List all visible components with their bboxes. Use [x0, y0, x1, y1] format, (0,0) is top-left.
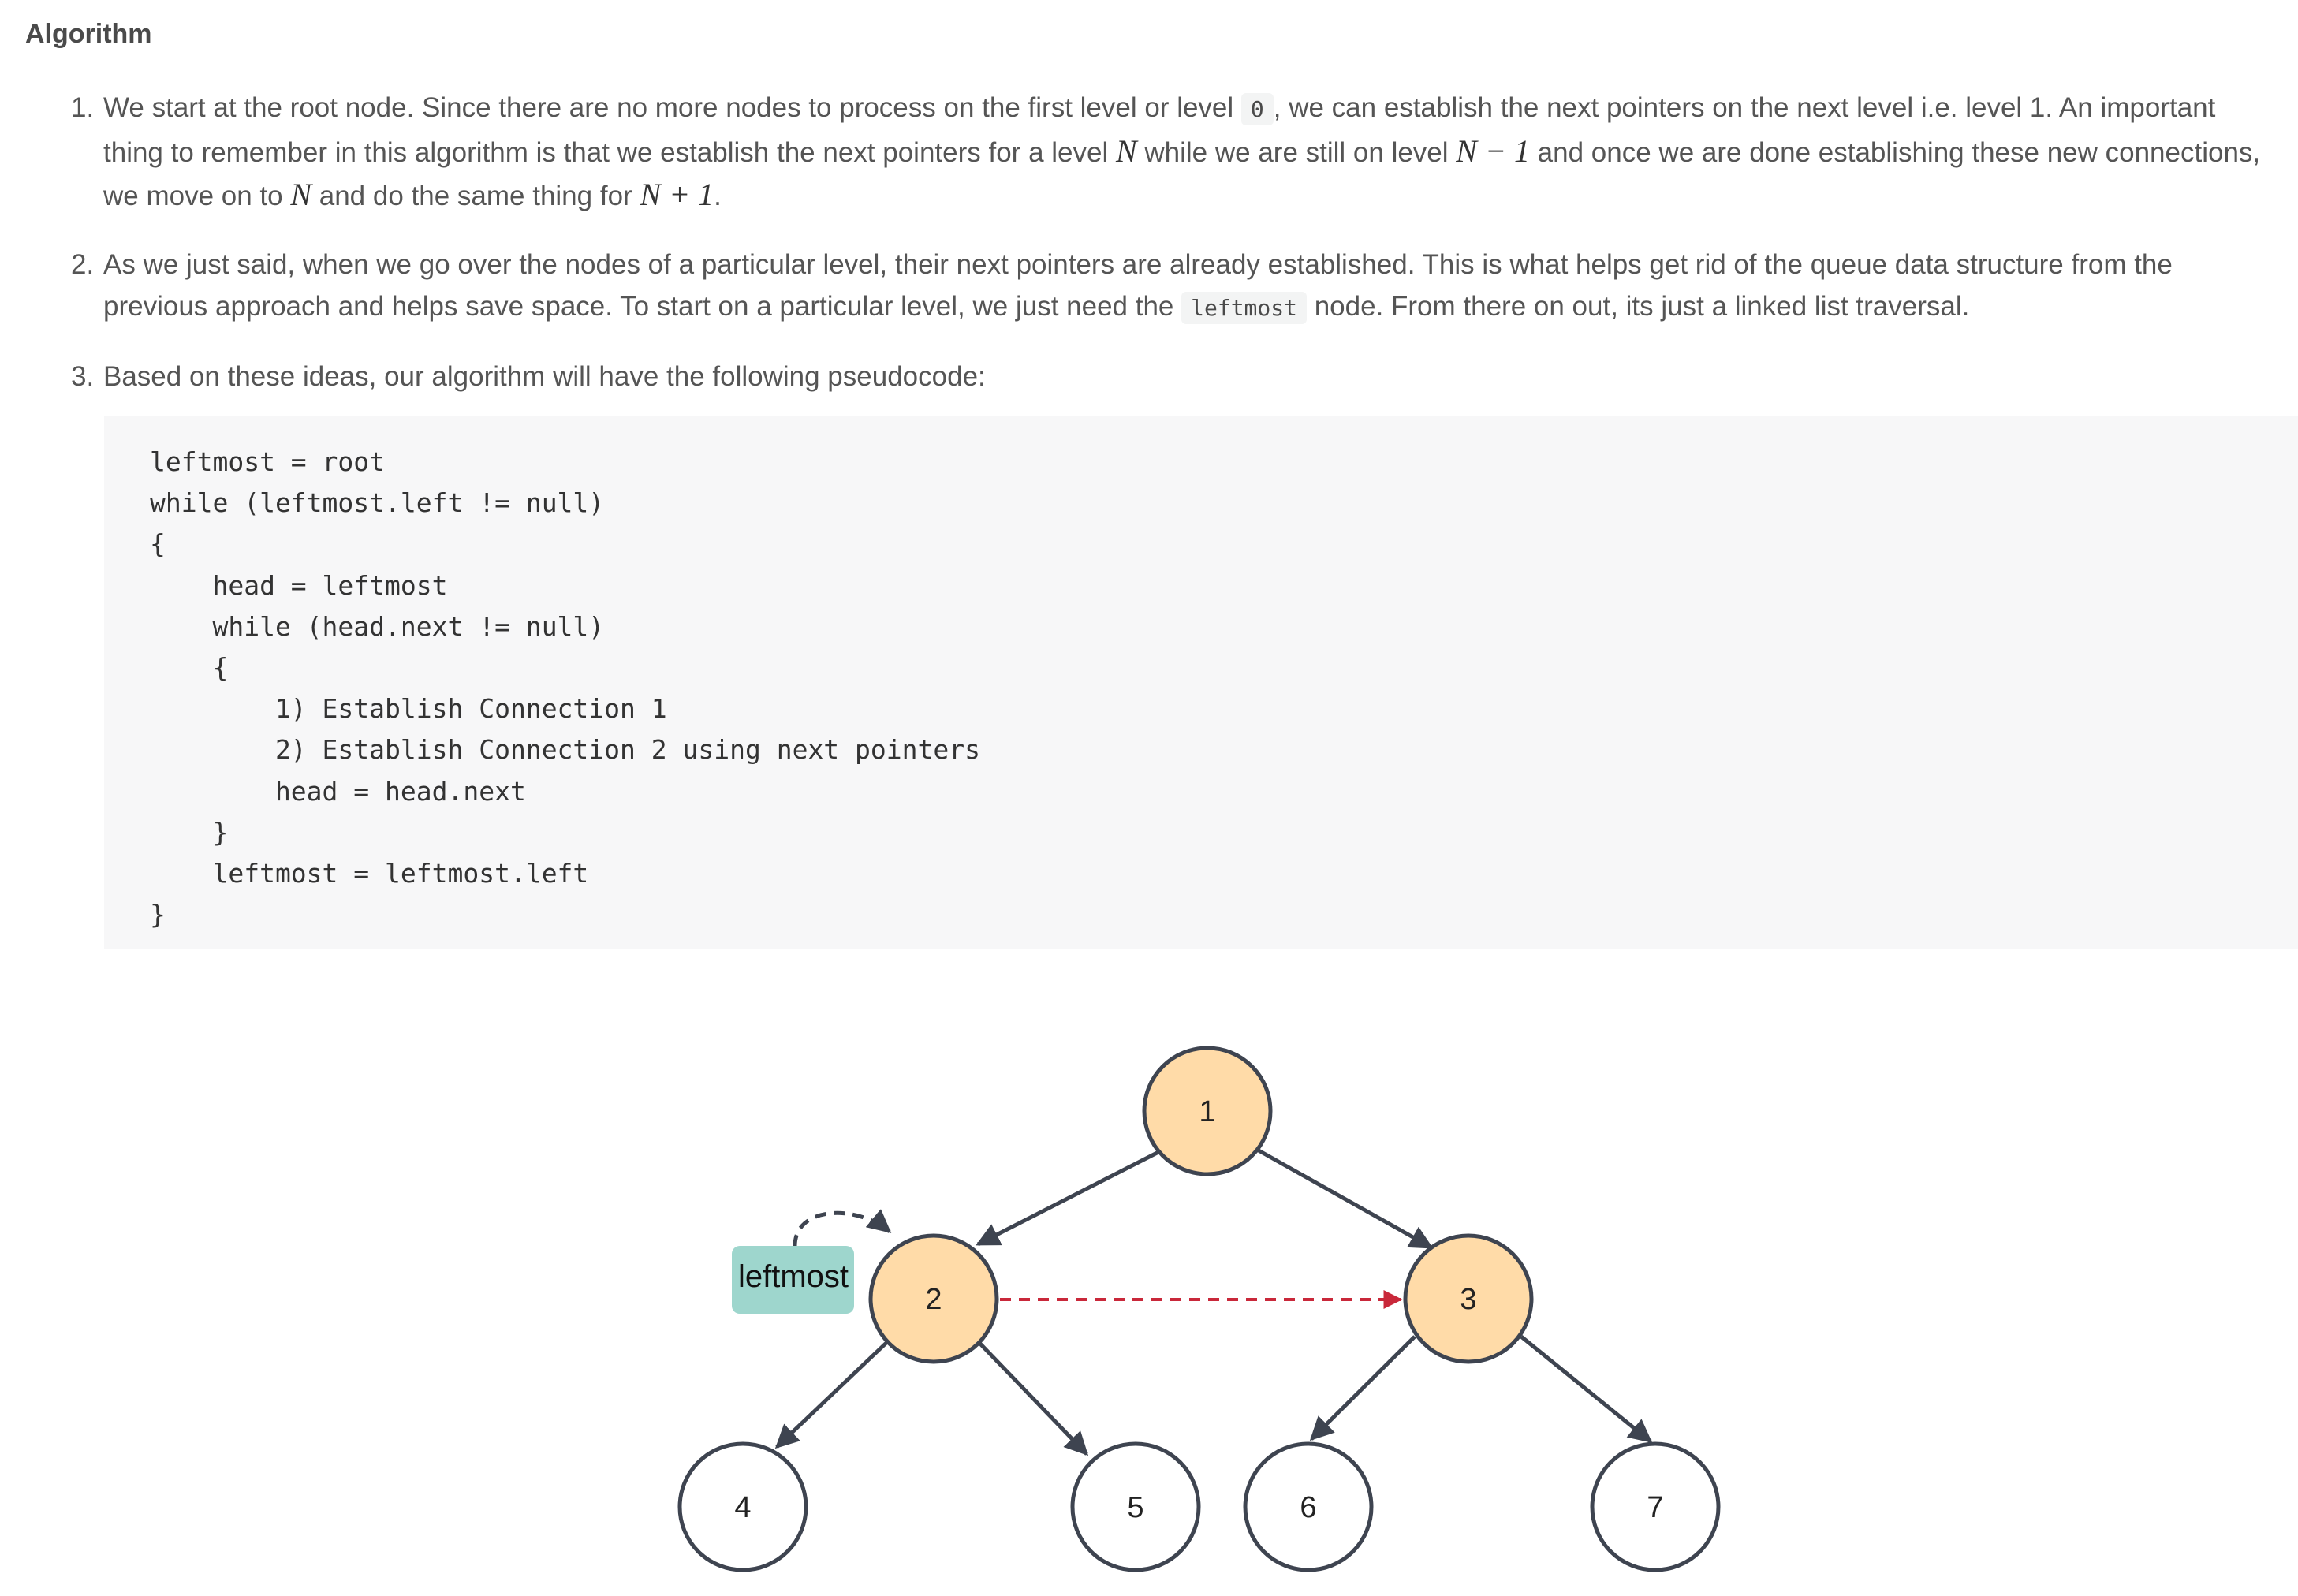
code-line: } [150, 816, 229, 848]
step-text: and do the same thing for [311, 181, 640, 211]
pseudocode-block: leftmost = root while (leftmost.left != … [104, 416, 2298, 949]
inline-code: leftmost [1181, 292, 1307, 324]
step-number: 1. [71, 92, 95, 123]
node-label: 4 [734, 1491, 751, 1524]
code-line: { [150, 528, 166, 560]
code-line: while (head.next != null) [150, 610, 605, 642]
edge-3-7 [1520, 1335, 1653, 1443]
tree-node-1: 1 [1142, 1046, 1273, 1176]
tree-node-7: 7 [1590, 1441, 1721, 1572]
edge-2-4 [774, 1339, 890, 1449]
code-line: leftmost = leftmost.left [150, 857, 589, 889]
math-expression: N + 1 [640, 177, 714, 212]
step-number: 2. [71, 249, 95, 280]
edge-1-3 [1257, 1148, 1434, 1250]
step-text: . [714, 181, 722, 211]
step-number: 3. [71, 361, 95, 392]
step-text: , we can establish the next pointers on … [103, 92, 2216, 168]
edge-1-2 [976, 1148, 1163, 1247]
tree-node-3: 3 [1403, 1233, 1534, 1364]
step-text: and once we are done establishing these … [103, 137, 2261, 211]
step-2: 2. As we just said, when we go over the … [0, 244, 2298, 329]
node-label: 2 [925, 1283, 942, 1316]
code-line: head = leftmost [150, 569, 448, 601]
step-1: 1. We start at the root node. Since ther… [0, 87, 2298, 217]
step-text: while we are still on level [1136, 137, 1457, 168]
step-text: node. From there on out, its just a link… [1306, 291, 1970, 322]
code-line: { [150, 651, 229, 683]
edge-2-5 [977, 1341, 1089, 1456]
math-expression: N − 1 [1456, 133, 1530, 169]
leftmost-tag-label: leftmost [738, 1259, 849, 1294]
node-label: 6 [1300, 1491, 1316, 1524]
math-expression: N [1115, 133, 1137, 169]
tree-node-2: 2 [868, 1233, 999, 1364]
math-expression: N [290, 177, 312, 212]
tree-node-6: 6 [1243, 1441, 1374, 1572]
code-line: 1) Establish Connection 1 [150, 693, 667, 725]
step-text: We start at the root node. Since there a… [103, 92, 1241, 123]
tree-node-5: 5 [1070, 1441, 1201, 1572]
leftmost-pointer-arrow [793, 1209, 892, 1247]
inline-code: 0 [1240, 93, 1274, 125]
edge-3-6 [1309, 1335, 1416, 1441]
code-line: leftmost = root [150, 446, 386, 477]
code-line: } [150, 899, 166, 930]
tree-node-4: 4 [677, 1441, 808, 1572]
steps-list: 1. We start at the root node. Since ther… [0, 87, 2298, 397]
node-label: 7 [1647, 1491, 1663, 1524]
step-text: Based on these ideas, our algorithm will… [103, 361, 986, 392]
node-label: 1 [1199, 1095, 1215, 1128]
code-line: while (leftmost.left != null) [150, 487, 605, 519]
node-label: 5 [1127, 1491, 1143, 1524]
leftmost-tag: leftmost [732, 1246, 854, 1314]
code-line: 2) Establish Connection 2 using next poi… [150, 734, 980, 766]
code-line: head = head.next [150, 775, 526, 807]
step-text: As we just said, when we go over the nod… [103, 249, 2173, 322]
step-3: 3. Based on these ideas, our algorithm w… [0, 356, 2298, 397]
node-label: 3 [1460, 1283, 1476, 1316]
section-heading: Algorithm [25, 19, 152, 49]
